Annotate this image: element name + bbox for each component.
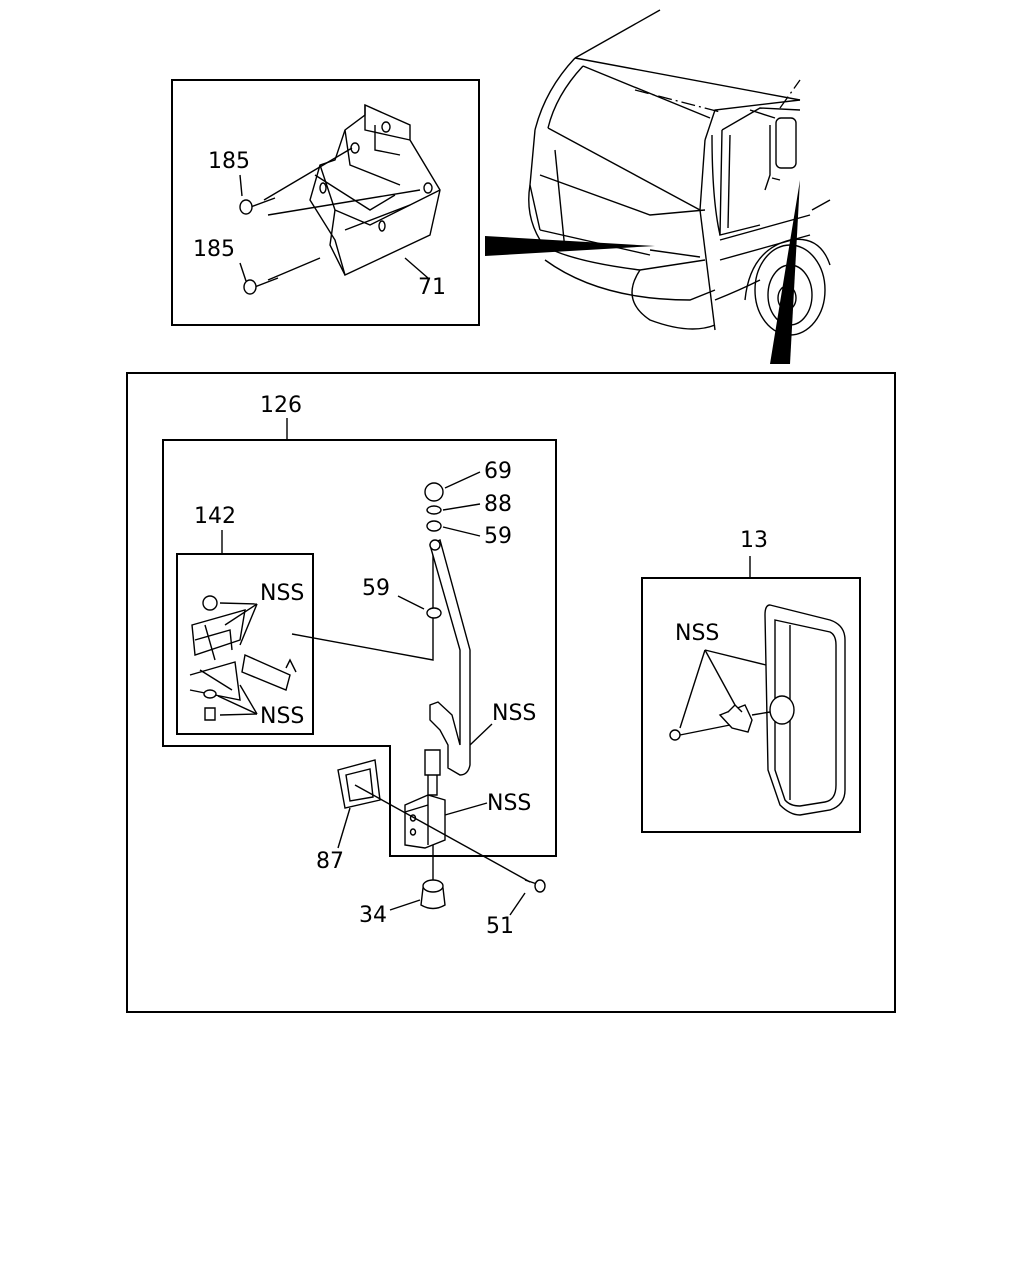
washer-59-mid: [426, 607, 442, 619]
label-nss-rod: NSS: [492, 701, 536, 726]
bracket-screw-lower: [243, 257, 321, 295]
label-nss-142-upper: NSS: [260, 581, 304, 606]
mirror-arm-rod: [424, 538, 471, 796]
bolt-51: [524, 879, 546, 893]
label-71: 71: [418, 275, 446, 300]
label-59-top: 59: [484, 524, 512, 549]
label-nss-hinge: NSS: [487, 791, 531, 816]
mirror-head-parts: [669, 604, 846, 816]
washer-59-top: [426, 520, 442, 532]
mirror-head-13-outline: [641, 577, 861, 833]
truck-cab-illustration: [485, 9, 831, 364]
sub-assembly-142-parts: [189, 595, 297, 721]
label-69: 69: [484, 459, 512, 484]
label-185-lower: 185: [193, 237, 235, 262]
cover-cap-34: [420, 879, 446, 910]
assembly-126-outline: [162, 439, 557, 857]
label-126: 126: [260, 393, 302, 418]
label-nss-mirror: NSS: [675, 621, 719, 646]
cap-nut-69: [424, 482, 444, 502]
hinge-bracket: [404, 794, 446, 849]
label-87: 87: [316, 849, 344, 874]
label-59-mid: 59: [362, 576, 390, 601]
label-nss-142-lower: NSS: [260, 704, 304, 729]
sub-assembly-142-outline: [176, 553, 314, 735]
bracket-inset: 185 185 71: [171, 79, 480, 326]
gasket-87: [337, 759, 381, 809]
label-88: 88: [484, 492, 512, 517]
label-34: 34: [359, 903, 387, 928]
bracket-screw-upper: [239, 147, 421, 216]
label-13: 13: [740, 528, 768, 553]
bracket-part: [309, 103, 441, 276]
label-185-upper: 185: [208, 149, 250, 174]
label-51: 51: [486, 914, 514, 939]
washer-88: [426, 505, 442, 515]
mirror-assembly-frame: 126 142 NSS NSS: [126, 372, 896, 1013]
label-142: 142: [194, 504, 236, 529]
